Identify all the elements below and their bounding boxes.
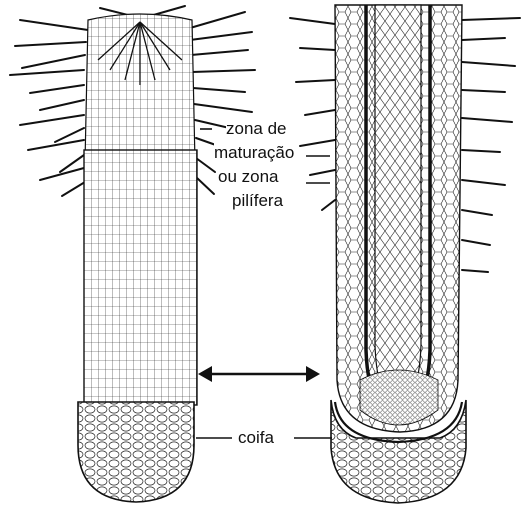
maturation-zone-label-line3: ou zona (218, 166, 279, 188)
comparison-arrow (198, 366, 320, 382)
maturation-zone-label-line2: maturação (214, 142, 294, 164)
maturation-zone-label: zona de (226, 118, 287, 140)
maturation-zone-label-line4: pilífera (232, 190, 283, 212)
left-root (10, 6, 255, 502)
right-root (290, 5, 520, 503)
cap-label: coifa (238, 427, 274, 449)
